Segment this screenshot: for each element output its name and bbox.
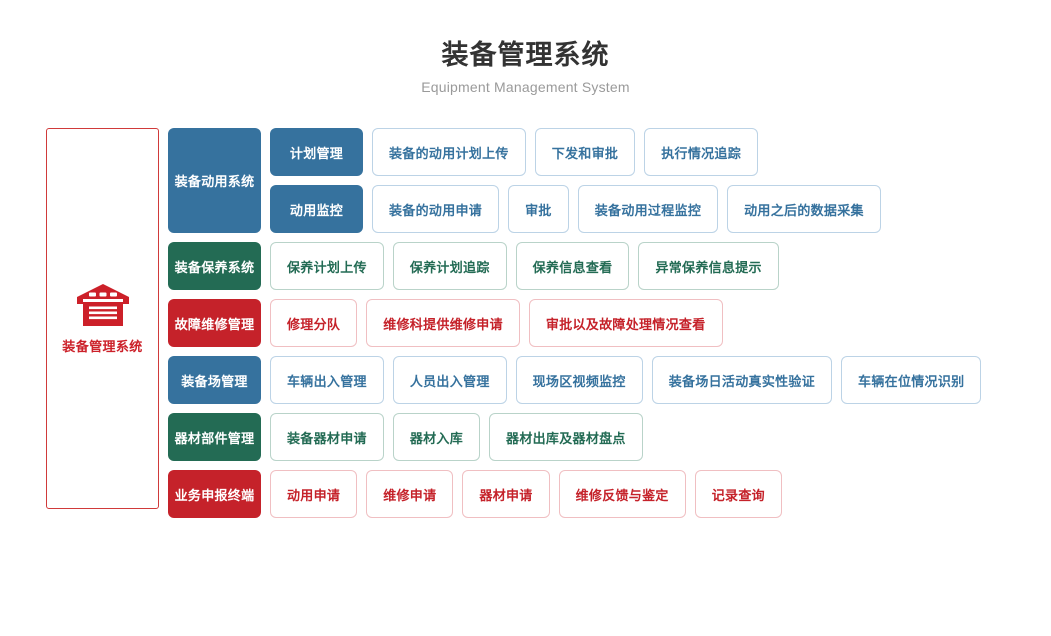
module-cell[interactable]: 审批 <box>508 185 569 233</box>
row-body: 装备器材申请器材入库器材出库及器材盘点 <box>270 413 1038 461</box>
brand-label: 装备管理系统 <box>62 339 143 354</box>
module-cell[interactable]: 装备场日活动真实性验证 <box>651 356 833 404</box>
category-chip[interactable]: 装备动用系统 <box>168 128 261 233</box>
module-cell[interactable]: 保养计划上传 <box>270 242 384 290</box>
row-body: 动用申请维修申请器材申请维修反馈与鉴定记录查询 <box>270 470 1038 518</box>
module-cell[interactable]: 动用申请 <box>270 470 358 518</box>
module-subrow: 车辆出入管理人员出入管理现场区视频监控装备场日活动真实性验证车辆在位情况识别 <box>270 356 1038 404</box>
module-cell[interactable]: 维修申请 <box>366 470 454 518</box>
module-subrow: 保养计划上传保养计划追踪保养信息查看异常保养信息提示 <box>270 242 1038 290</box>
subcategory-chip[interactable]: 计划管理 <box>270 128 363 176</box>
module-subrow: 计划管理装备的动用计划上传下发和审批执行情况追踪 <box>270 128 1038 176</box>
module-row: 故障维修管理修理分队维修科提供维修申请审批以及故障处理情况查看 <box>168 299 1038 347</box>
brand-panel: 装备管理系统 <box>46 128 159 509</box>
module-cell[interactable]: 修理分队 <box>270 299 358 347</box>
module-cell[interactable]: 现场区视频监控 <box>515 356 643 404</box>
module-cell[interactable]: 装备动用过程监控 <box>577 185 719 233</box>
page-subtitle: Equipment Management System <box>421 79 630 95</box>
module-cell[interactable]: 保养计划追踪 <box>392 242 507 290</box>
module-cell[interactable]: 装备器材申请 <box>270 413 384 461</box>
row-body: 保养计划上传保养计划追踪保养信息查看异常保养信息提示 <box>270 242 1038 290</box>
module-cell[interactable]: 装备的动用申请 <box>372 185 500 233</box>
module-cell[interactable]: 维修科提供维修申请 <box>366 299 520 347</box>
module-cell[interactable]: 人员出入管理 <box>392 356 507 404</box>
module-cell[interactable]: 器材申请 <box>462 470 550 518</box>
module-cell[interactable]: 执行情况追踪 <box>644 128 759 176</box>
page-header: 装备管理系统 Equipment Management System <box>0 38 1051 95</box>
module-cell[interactable]: 车辆在位情况识别 <box>841 356 982 404</box>
module-matrix: 装备动用系统计划管理装备的动用计划上传下发和审批执行情况追踪动用监控装备的动用申… <box>168 128 1038 527</box>
category-chip[interactable]: 器材部件管理 <box>168 413 261 461</box>
module-cell[interactable]: 保养信息查看 <box>515 242 630 290</box>
module-row: 装备场管理车辆出入管理人员出入管理现场区视频监控装备场日活动真实性验证车辆在位情… <box>168 356 1038 404</box>
module-cell[interactable]: 器材出库及器材盘点 <box>489 413 643 461</box>
module-subrow: 修理分队维修科提供维修申请审批以及故障处理情况查看 <box>270 299 1038 347</box>
module-cell[interactable]: 异常保养信息提示 <box>638 242 779 290</box>
module-row: 装备保养系统保养计划上传保养计划追踪保养信息查看异常保养信息提示 <box>168 242 1038 290</box>
page-title: 装备管理系统 <box>441 40 610 70</box>
category-chip[interactable]: 故障维修管理 <box>168 299 261 347</box>
row-body: 计划管理装备的动用计划上传下发和审批执行情况追踪动用监控装备的动用申请审批装备动… <box>270 128 1038 233</box>
module-cell[interactable]: 车辆出入管理 <box>270 356 384 404</box>
category-chip[interactable]: 业务申报终端 <box>168 470 261 518</box>
row-body: 修理分队维修科提供维修申请审批以及故障处理情况查看 <box>270 299 1038 347</box>
module-cell[interactable]: 动用之后的数据采集 <box>727 185 881 233</box>
subcategory-chip[interactable]: 动用监控 <box>270 185 363 233</box>
module-row: 装备动用系统计划管理装备的动用计划上传下发和审批执行情况追踪动用监控装备的动用申… <box>168 128 1038 233</box>
module-cell[interactable]: 审批以及故障处理情况查看 <box>528 299 723 347</box>
module-subrow: 动用监控装备的动用申请审批装备动用过程监控动用之后的数据采集 <box>270 185 1038 233</box>
warehouse-icon <box>75 282 131 328</box>
module-cell[interactable]: 维修反馈与鉴定 <box>558 470 686 518</box>
module-row: 业务申报终端动用申请维修申请器材申请维修反馈与鉴定记录查询 <box>168 470 1038 518</box>
module-cell[interactable]: 记录查询 <box>694 470 782 518</box>
row-body: 车辆出入管理人员出入管理现场区视频监控装备场日活动真实性验证车辆在位情况识别 <box>270 356 1038 404</box>
module-subrow: 装备器材申请器材入库器材出库及器材盘点 <box>270 413 1038 461</box>
category-chip[interactable]: 装备保养系统 <box>168 242 261 290</box>
module-subrow: 动用申请维修申请器材申请维修反馈与鉴定记录查询 <box>270 470 1038 518</box>
module-cell[interactable]: 下发和审批 <box>534 128 636 176</box>
module-cell[interactable]: 装备的动用计划上传 <box>372 128 526 176</box>
module-cell[interactable]: 器材入库 <box>392 413 481 461</box>
category-chip[interactable]: 装备场管理 <box>168 356 261 404</box>
module-row: 器材部件管理装备器材申请器材入库器材出库及器材盘点 <box>168 413 1038 461</box>
